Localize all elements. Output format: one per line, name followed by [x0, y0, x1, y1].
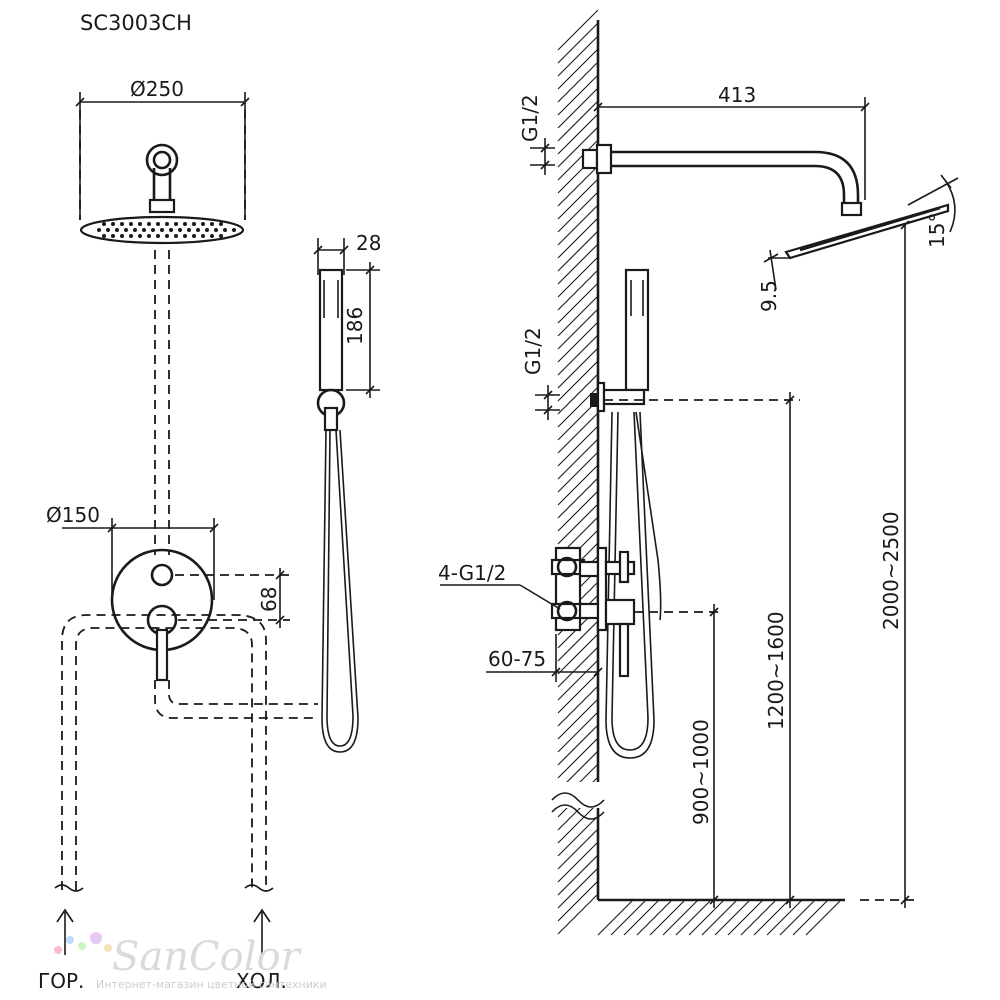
- mixer-height-label: 900~1000: [689, 719, 713, 825]
- head-diameter-label: Ø250: [130, 77, 184, 101]
- watermark-tagline: Интернет-магазин цветной сантехники: [96, 978, 327, 991]
- arm-length-label: 413: [718, 83, 756, 107]
- outlet-thread-label: G1/2: [521, 327, 545, 375]
- handset-width-label: 28: [356, 231, 381, 255]
- head-tilt-label: 15°: [925, 213, 949, 248]
- hand-shower-side: [624, 268, 650, 392]
- watermark-brand: SanColor: [112, 934, 303, 980]
- front-view: Ø250 Ø150 68: [38, 77, 381, 993]
- watermark-logo: SanColor Интернет-магазин цветной сантех…: [54, 932, 327, 991]
- hot-water-label: ГОР.: [38, 969, 84, 993]
- nozzle-dots: [97, 222, 236, 238]
- mixer-spacing-label: 68: [257, 587, 281, 612]
- head-thickness-label: 9.5: [757, 280, 781, 312]
- mixer-depth-label: 60-75: [488, 647, 546, 671]
- mixer-diameter-label: Ø150: [46, 503, 100, 527]
- arm-thread-label: G1/2: [518, 94, 542, 142]
- cold-water-label: ХОЛ.: [236, 969, 287, 993]
- handset-length-label: 186: [343, 307, 367, 345]
- holder-height-label: 1200~1600: [764, 611, 788, 730]
- model-title: SC3003CH: [80, 11, 192, 35]
- side-view: G1/2 413 15° 9.5 2000~2500: [438, 9, 959, 936]
- mixer-threads-label: 4-G1/2: [438, 561, 506, 585]
- mixer-lever: [155, 628, 169, 682]
- head-height-label: 2000~2500: [879, 511, 903, 630]
